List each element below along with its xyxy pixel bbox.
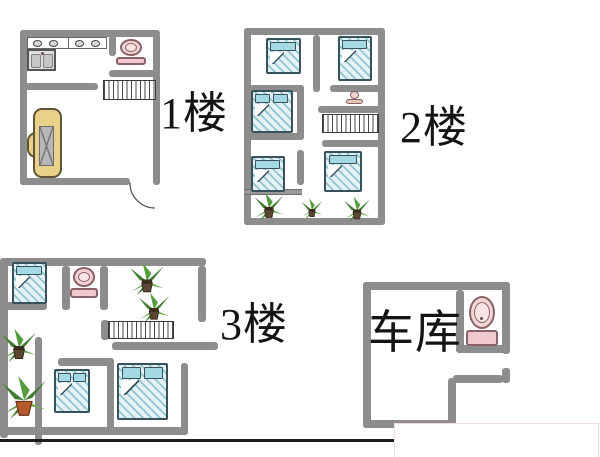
wall [378, 28, 385, 225]
wall [0, 258, 206, 266]
staircase-icon [103, 80, 156, 100]
bed-icon [324, 151, 362, 192]
bed-icon [117, 363, 168, 420]
burner-icon [75, 40, 84, 47]
sink-icon [27, 49, 56, 71]
bed-icon [266, 38, 301, 74]
staircase-icon [322, 114, 379, 133]
counter-divider [68, 38, 69, 48]
wall [35, 337, 42, 445]
wall [330, 85, 385, 92]
faucet-icon [41, 52, 44, 55]
floor3-label: 3楼 [220, 300, 288, 349]
wall [244, 218, 385, 225]
image-bottom-line [0, 439, 394, 442]
plant-icon [301, 198, 323, 220]
burner-icon [91, 40, 100, 47]
wall [0, 258, 8, 438]
bed-icon [54, 369, 90, 413]
bed-icon [251, 156, 285, 192]
wall [244, 133, 304, 140]
wall [112, 342, 218, 350]
wall [502, 282, 510, 354]
bed-icon [338, 36, 372, 81]
wall [297, 85, 304, 140]
wall [109, 30, 116, 56]
wall [20, 30, 160, 37]
wall [107, 358, 114, 432]
wall [244, 28, 251, 225]
floor2-label: 2楼 [400, 103, 468, 152]
wall [0, 427, 188, 435]
sink-basin [43, 54, 53, 68]
door-swing-icon [129, 182, 156, 209]
garage-label: 车库 [368, 307, 462, 358]
wall [244, 28, 385, 35]
toilet-icon [116, 39, 146, 65]
wall [456, 290, 464, 348]
sofa-seat [39, 126, 54, 166]
wall [198, 266, 206, 322]
toilet-icon [346, 91, 363, 104]
sink-basin [31, 54, 41, 68]
bed-icon [251, 90, 293, 133]
toilet-icon [70, 267, 98, 298]
wall [313, 35, 320, 92]
wall [297, 150, 304, 185]
wall [109, 70, 160, 77]
watermark-box [394, 423, 599, 457]
wall [181, 363, 188, 435]
burner-icon [49, 40, 58, 47]
plant-icon [1, 375, 47, 420]
stove-icon [27, 37, 107, 49]
staircase-icon [108, 321, 174, 339]
plant-icon [254, 192, 284, 221]
sofa-arm [27, 132, 36, 158]
burner-icon [33, 40, 42, 47]
wall [20, 178, 130, 185]
wall [20, 83, 98, 90]
wall [0, 302, 47, 310]
wall [62, 266, 70, 310]
wall [101, 320, 109, 340]
floor1-label: 1楼 [160, 89, 228, 138]
wall [448, 378, 456, 428]
wall [363, 282, 371, 428]
wall [322, 140, 385, 147]
wall [318, 106, 385, 113]
wall [58, 358, 112, 366]
plant-icon [1, 328, 37, 363]
bed-icon [12, 262, 47, 304]
wall [453, 375, 503, 383]
toilet-icon [466, 296, 498, 347]
wall [100, 266, 108, 310]
wall [456, 345, 510, 353]
plant-icon [343, 196, 371, 222]
wall [20, 30, 27, 185]
wall [363, 282, 510, 290]
wall [153, 30, 160, 185]
wall [244, 85, 304, 92]
wall [502, 368, 510, 383]
plant-icon [138, 292, 170, 323]
